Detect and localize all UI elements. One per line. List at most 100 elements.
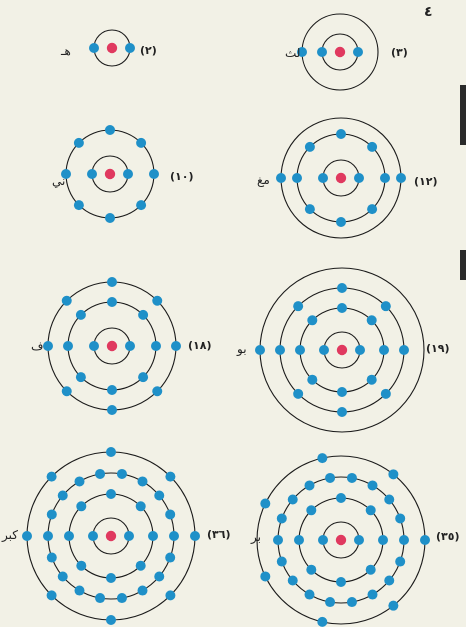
electron — [47, 472, 57, 482]
electron-count-label-kr: (٣٦) — [207, 528, 231, 541]
atom-k — [255, 268, 424, 432]
electron — [58, 491, 68, 501]
electron — [123, 169, 133, 179]
electron — [292, 173, 302, 183]
nucleus — [107, 341, 117, 351]
electron — [318, 535, 328, 545]
electron-count-label-ne: (١٠) — [170, 170, 194, 183]
electron — [105, 213, 115, 223]
electron — [293, 389, 303, 399]
electron — [353, 47, 363, 57]
electron — [43, 341, 53, 351]
electron — [22, 531, 32, 541]
electron — [384, 576, 394, 586]
atom-he — [89, 30, 135, 66]
electron — [136, 200, 146, 210]
electron — [255, 345, 265, 355]
electron — [165, 509, 175, 519]
electron — [305, 142, 315, 152]
electron — [337, 283, 347, 293]
electron — [367, 142, 377, 152]
page-edge-mark — [460, 250, 466, 280]
electron — [125, 43, 135, 53]
electron — [106, 615, 116, 625]
electron — [388, 601, 398, 611]
electron — [366, 565, 376, 575]
electron — [169, 531, 179, 541]
element-symbol-li: لث — [285, 46, 300, 60]
electron — [288, 576, 298, 586]
electron — [347, 473, 357, 483]
electron — [43, 531, 53, 541]
electron — [307, 315, 317, 325]
electron — [380, 173, 390, 183]
electron — [105, 125, 115, 135]
electron — [399, 535, 409, 545]
electron — [367, 375, 377, 385]
electron — [152, 296, 162, 306]
electron — [399, 345, 409, 355]
electron — [154, 491, 164, 501]
electron — [288, 495, 298, 505]
electron — [165, 590, 175, 600]
electron — [379, 345, 389, 355]
atom-mg — [276, 118, 406, 238]
electron — [138, 476, 148, 486]
electron — [319, 345, 329, 355]
element-symbol-k: بو — [237, 342, 247, 356]
electron — [317, 47, 327, 57]
electron — [337, 303, 347, 313]
electron — [307, 375, 317, 385]
element-symbol-ne: ني — [52, 174, 65, 188]
electron-count-label-k: (١٩) — [426, 342, 450, 355]
electron — [74, 200, 84, 210]
electron — [378, 535, 388, 545]
electron — [273, 535, 283, 545]
electron — [106, 573, 116, 583]
electron — [277, 557, 287, 567]
electron — [47, 590, 57, 600]
electron — [295, 345, 305, 355]
electron — [88, 531, 98, 541]
electron — [62, 296, 72, 306]
electron-count-label-br: (٣٥) — [436, 530, 460, 543]
electron — [95, 593, 105, 603]
electron — [106, 489, 116, 499]
electron — [395, 513, 405, 523]
electron — [190, 531, 200, 541]
electron — [107, 385, 117, 395]
electron — [275, 345, 285, 355]
electron — [336, 217, 346, 227]
electron — [277, 513, 287, 523]
electron — [366, 505, 376, 515]
electron — [337, 407, 347, 417]
electron — [107, 405, 117, 415]
electron — [76, 372, 86, 382]
electron — [325, 473, 335, 483]
electron — [368, 480, 378, 490]
electron — [336, 577, 346, 587]
electron — [148, 531, 158, 541]
nucleus — [107, 43, 117, 53]
electron — [260, 499, 270, 509]
electron — [171, 341, 181, 351]
electron — [276, 173, 286, 183]
electron — [368, 590, 378, 600]
electron — [47, 553, 57, 563]
electron — [75, 476, 85, 486]
electron — [76, 561, 86, 571]
atom-br — [257, 453, 430, 627]
electron — [87, 169, 97, 179]
electron — [325, 597, 335, 607]
element-symbol-ar: ف — [31, 339, 43, 353]
nucleus — [106, 531, 116, 541]
electron — [75, 586, 85, 596]
electron — [336, 129, 346, 139]
electron — [354, 535, 364, 545]
nucleus — [337, 345, 347, 355]
electron — [117, 469, 127, 479]
electron — [95, 469, 105, 479]
element-symbol-he: هـ — [61, 44, 71, 58]
electron — [354, 173, 364, 183]
